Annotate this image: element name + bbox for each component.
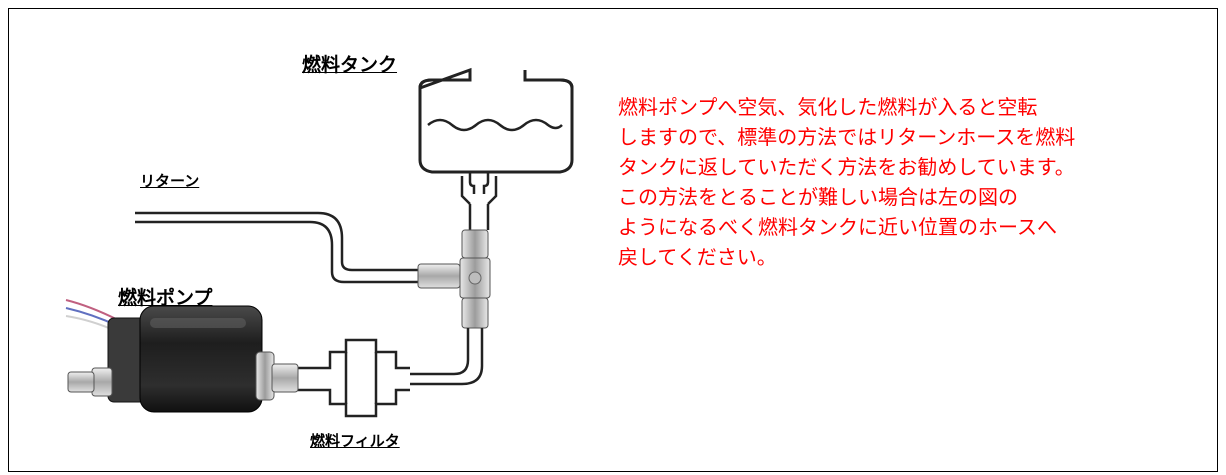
return-hose [135, 211, 418, 284]
label-fuel-filter: 燃料フィルタ [310, 432, 400, 450]
label-fuel-tank: 燃料タンク [302, 54, 398, 76]
label-fuel-pump: 燃料ポンプ [118, 287, 213, 309]
note-line: ようになるべく燃料タンクに近い位置のホースへ [618, 215, 1057, 239]
pump-hose [296, 366, 318, 392]
label-return: リターン [140, 172, 200, 190]
instruction-note: 燃料ポンプへ空気、気化した燃料が入ると空転 しますので、標準の方法ではリターンホ… [618, 92, 1208, 272]
note-line: 燃料ポンプへ空気、気化した燃料が入ると空転 [618, 95, 1038, 119]
note-line: この方法をとることが難しい場合は左の図の [618, 185, 1018, 209]
fuel-filter [318, 338, 410, 418]
fuel-tank [418, 67, 574, 205]
note-line: 戻してください。 [618, 245, 777, 269]
note-line: しますので、標準の方法ではリターンホースを燃料 [618, 125, 1076, 149]
fuel-pump [65, 299, 299, 413]
tank-hose [468, 204, 490, 230]
t-fitting [417, 229, 491, 329]
filter-hose [410, 328, 484, 386]
note-line: タンクに返していただく方法をお勧めしています。 [618, 155, 1075, 179]
